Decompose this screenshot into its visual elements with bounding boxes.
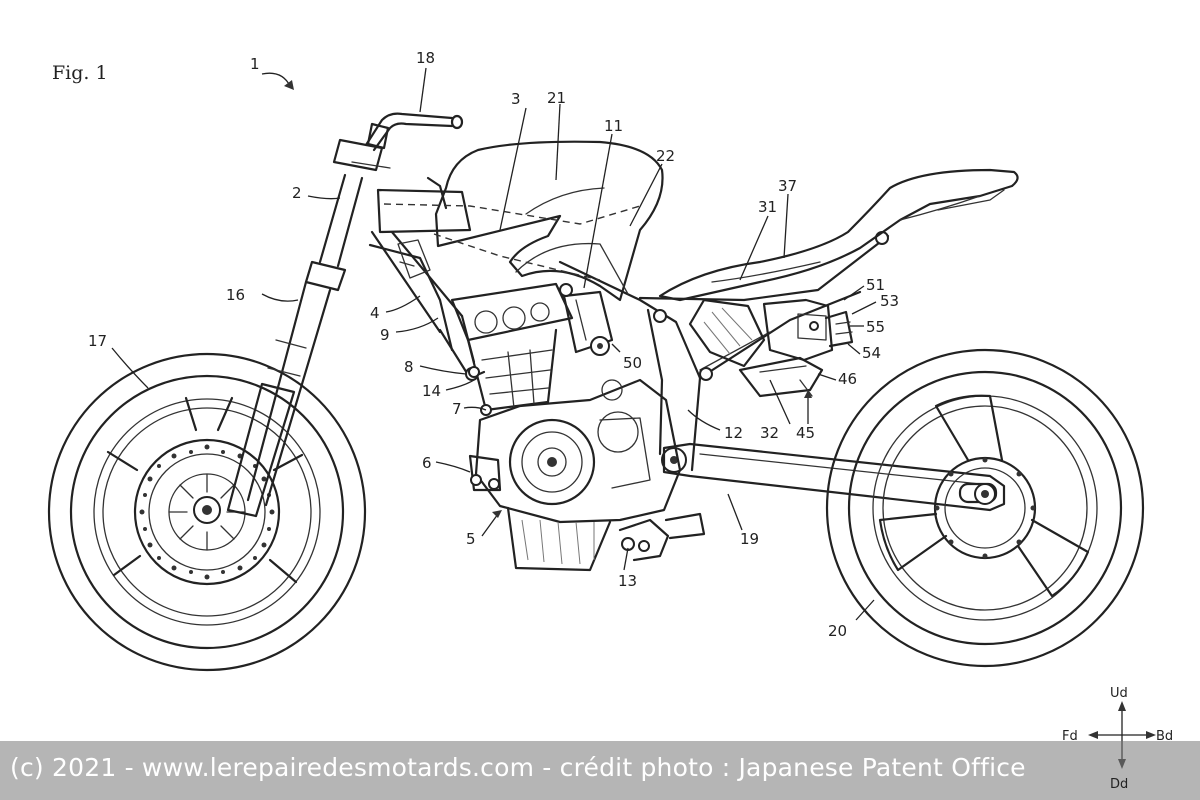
ref-45: 45	[796, 424, 815, 442]
ref-12: 12	[724, 424, 743, 442]
ref-7: 7	[452, 400, 462, 418]
swingarm	[664, 444, 1004, 510]
ref-18: 18	[416, 49, 435, 67]
ref-50: 50	[623, 354, 642, 372]
ref-54: 54	[862, 344, 881, 362]
credit-text: (c) 2021 - www.lerepairedesmotards.com -…	[10, 753, 1026, 782]
figure-title: Fig. 1	[52, 62, 108, 84]
direction-down-label-layer: Dd	[1100, 770, 1160, 800]
ref-2: 2	[292, 184, 302, 202]
ref-6: 6	[422, 454, 432, 472]
rear-wheel	[827, 350, 1143, 666]
ref-37: 37	[778, 177, 797, 195]
ref-19: 19	[740, 530, 759, 548]
ref-21: 21	[547, 89, 566, 107]
front-wheel	[49, 354, 365, 670]
direction-down: Dd	[1110, 777, 1128, 792]
ref-16: 16	[226, 286, 245, 304]
ref-22: 22	[656, 147, 675, 165]
ref-5: 5	[466, 530, 476, 548]
ref-20: 20	[828, 622, 847, 640]
engine	[452, 284, 704, 570]
ref-4: 4	[370, 304, 380, 322]
ref-46: 46	[838, 370, 857, 388]
ref-14: 14	[422, 382, 441, 400]
ref-11: 11	[604, 117, 623, 135]
fuel-tank	[384, 142, 663, 300]
ref-13: 13	[618, 572, 637, 590]
sprocket-holes	[935, 458, 1036, 559]
ref-32: 32	[760, 424, 779, 442]
ref-3: 3	[511, 90, 521, 108]
ref-31: 31	[758, 198, 777, 216]
ref-17: 17	[88, 332, 107, 350]
reference-numerals: 1 18 3 21 11 22 31 37 2 16 17 4 9 8 14 7…	[88, 49, 899, 640]
front-wheel-spokes	[108, 398, 302, 582]
ref-53: 53	[880, 292, 899, 310]
seat-tail	[660, 170, 1018, 300]
direction-up: Ud	[1110, 686, 1128, 701]
handlebar	[366, 114, 462, 150]
ref-1: 1	[250, 55, 260, 73]
ref-55: 55	[866, 318, 885, 336]
ref-8: 8	[404, 358, 414, 376]
ref-9: 9	[380, 326, 390, 344]
